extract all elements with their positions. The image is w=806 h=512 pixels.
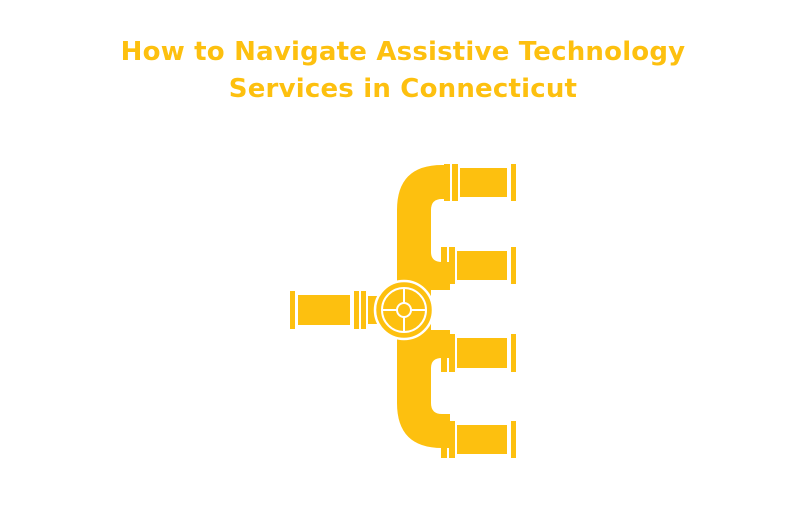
diagram-title: How to Navigate Assistive Technology Ser… <box>0 34 806 108</box>
manifold-pipe <box>397 165 450 250</box>
branch-pipe-2 <box>441 247 516 284</box>
input-pipe <box>290 291 380 329</box>
branch-pipe-4 <box>441 421 516 458</box>
title-line-2: Services in Connecticut <box>228 74 578 104</box>
branch-pipe-1 <box>444 164 516 201</box>
title-line-1: How to Navigate Assistive Technology <box>120 37 686 67</box>
branch-pipe-3 <box>441 334 516 372</box>
valve-wheel-icon <box>373 279 435 341</box>
manifold-bottom-bend <box>397 370 450 448</box>
